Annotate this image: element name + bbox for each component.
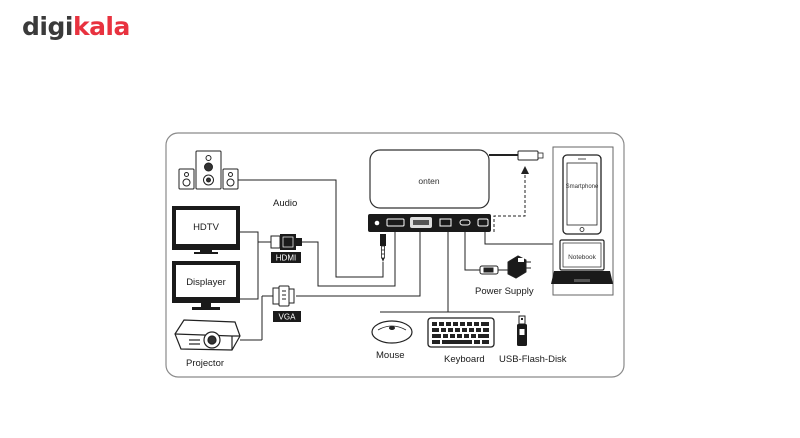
port-audio <box>374 220 380 226</box>
hdmi-plug-icon <box>270 234 302 250</box>
hub-cable-plug <box>517 150 539 161</box>
laptop-icon <box>551 239 613 284</box>
dashed-arrow <box>521 166 529 174</box>
dashed-cable <box>493 171 526 232</box>
hub-brand-text: onten <box>418 176 440 186</box>
logo-part-digi: digi <box>22 12 73 41</box>
speakers-icon <box>178 150 251 190</box>
smartphone-icon <box>562 154 602 235</box>
port-usb-c <box>459 219 471 226</box>
label-usb-flash-disk: USB-Flash-Disk <box>499 354 567 365</box>
connection-lines <box>240 154 581 341</box>
label-audio: Audio <box>273 198 297 209</box>
label-notebook: Notebook <box>568 254 597 261</box>
label-smartphone: Smartphone <box>566 184 599 190</box>
vga-plug-icon <box>272 285 295 307</box>
label-hdtv: HDTV <box>193 222 220 233</box>
label-power-supply: Power Supply <box>475 286 534 297</box>
port-hdmi <box>386 218 405 227</box>
port-usb-a <box>439 218 452 227</box>
label-vga: VGA <box>279 313 297 322</box>
label-displayer: Displayer <box>186 277 226 288</box>
hdmi-label-badge <box>271 252 301 263</box>
label-keyboard: Keyboard <box>444 354 485 365</box>
label-hdmi: HDMI <box>276 254 296 263</box>
audio-jack-icon <box>380 234 386 262</box>
hub-top <box>369 149 490 209</box>
mouse-icon <box>371 320 413 344</box>
monitor-icon <box>172 261 240 310</box>
keyboard-icon <box>427 317 495 348</box>
vga-label-badge <box>273 311 301 322</box>
digikala-logo: digikala <box>22 14 130 39</box>
onten-hub: onten <box>368 149 491 232</box>
power-adapter-icon <box>479 255 531 279</box>
projector-icon <box>174 319 241 351</box>
logo-part-kala: kala <box>72 12 130 41</box>
usb-flash-icon <box>517 315 527 346</box>
label-mouse: Mouse <box>376 350 405 361</box>
label-projector: Projector <box>186 358 224 369</box>
port-usb-c-2 <box>477 218 489 227</box>
hdtv-icon <box>172 206 240 254</box>
